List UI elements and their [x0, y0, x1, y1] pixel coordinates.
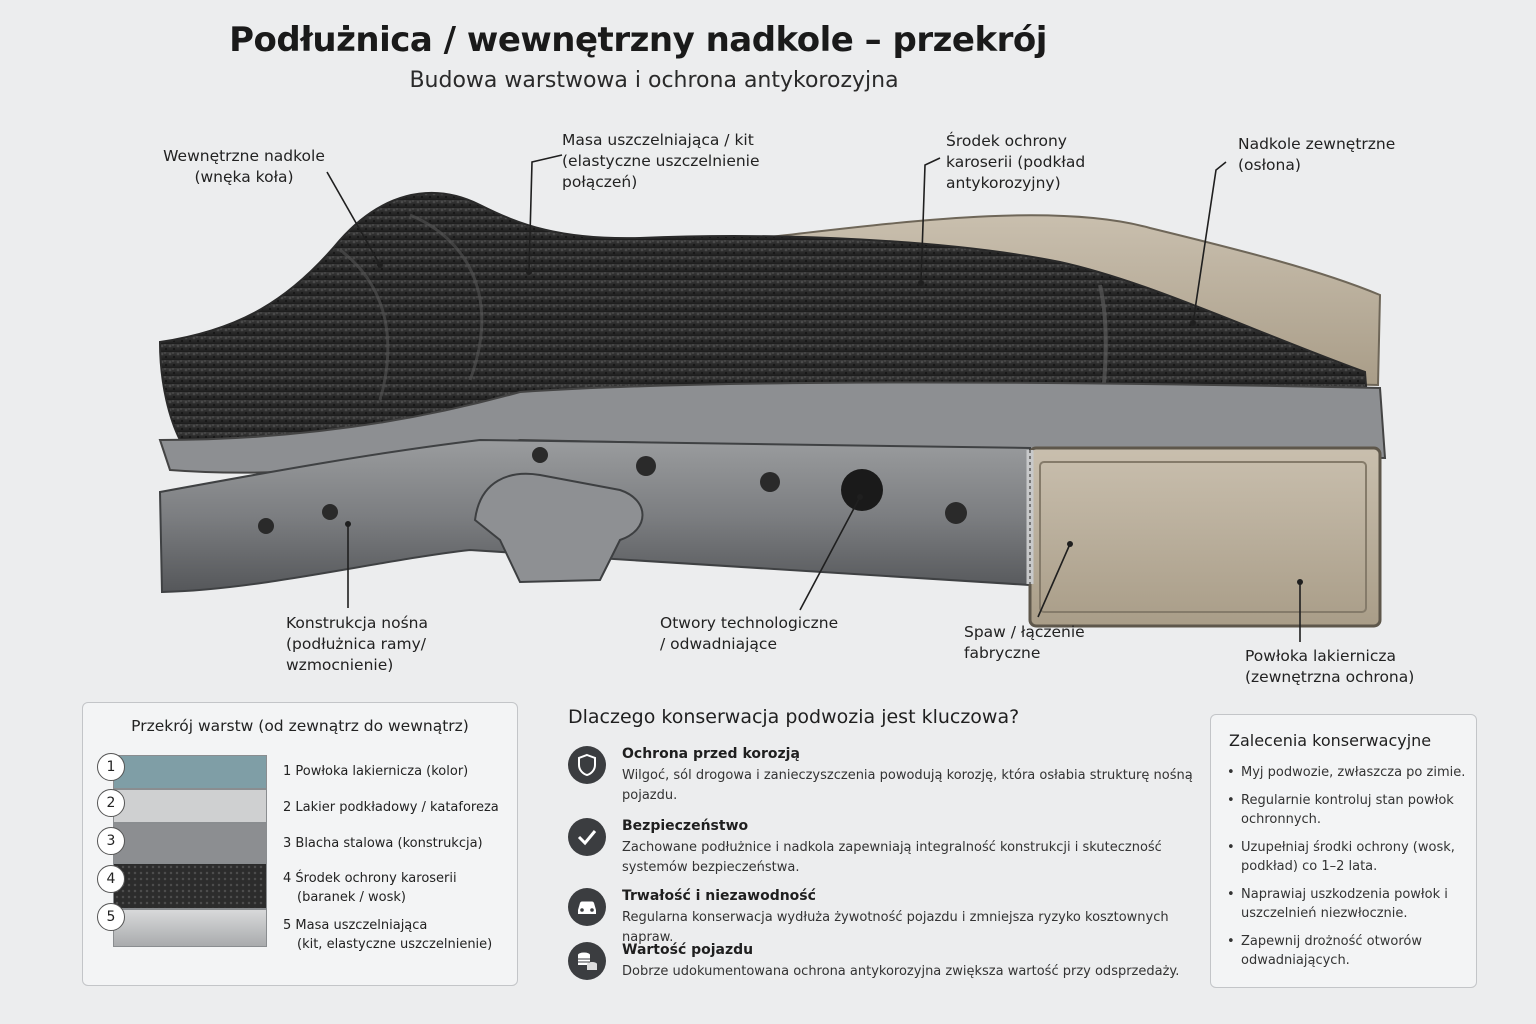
- layer-label-3: 3 Blacha stalowa (konstrukcja): [283, 836, 483, 851]
- recommendations-title: Zalecenia konserwacyjne: [1229, 731, 1432, 750]
- layer-swatch-1: [113, 755, 267, 789]
- callout-sealant: Masa uszczelniająca / kit (elastyczne us…: [562, 131, 760, 191]
- layer-swatch-4: [113, 863, 267, 909]
- layers-title: Przekrój warstw (od zewnątrz do wewnątrz…: [131, 717, 469, 735]
- layer-number-1: 1: [97, 753, 125, 781]
- hole: [258, 518, 274, 534]
- layer-label-5: 5 Masa uszczelniająca (kit, elastyczne u…: [283, 918, 493, 952]
- layer-number-3: 3: [97, 827, 125, 855]
- layer-swatch-3: [113, 823, 267, 863]
- callout-outer-wheelarch: Nadkole zewnętrzne (osłona): [1238, 135, 1396, 174]
- mounting-bracket: [473, 472, 644, 584]
- why-title: Dlaczego konserwacja podwozia jest klucz…: [568, 706, 1020, 728]
- hole-large: [841, 469, 883, 511]
- layer-number-5: 5: [97, 903, 125, 931]
- car-icon: [568, 888, 606, 926]
- recommendation-item: Regularnie kontroluj stan powłok ochronn…: [1227, 791, 1467, 830]
- hole: [322, 504, 338, 520]
- layer-label-1: 1 Powłoka lakiernicza (kolor): [283, 764, 469, 779]
- shield-icon: [568, 746, 606, 784]
- recommendations-panel: Zalecenia konserwacyjne Myj podwozie, zw…: [1210, 714, 1477, 988]
- recommendation-item: Zapewnij drożność otworów odwadniających…: [1227, 932, 1467, 971]
- painted-end-panel: [1028, 446, 1382, 628]
- callout-paint: Powłoka lakiernicza (zewnętrzna ochrona): [1245, 647, 1415, 686]
- recommendation-item: Naprawiaj uszkodzenia powłok i uszczelni…: [1227, 885, 1467, 924]
- layer-swatch-5: [113, 909, 267, 947]
- layers-panel: Przekrój warstw (od zewnątrz do wewnątrz…: [82, 702, 518, 986]
- coins-icon: [568, 942, 606, 980]
- layer-label-2: 2 Lakier podkładowy / kataforeza: [283, 800, 499, 815]
- layer-number-4: 4: [97, 865, 125, 893]
- callout-structure: Konstrukcja nośna (podłużnica ramy/ wzmo…: [286, 614, 428, 674]
- layer-swatch-2: [113, 789, 267, 823]
- recommendation-item: Myj podwozie, zwłaszcza po zimie.: [1227, 763, 1467, 783]
- callout-underbody-protection: Środek ochrony karoserii (podkład antyko…: [946, 132, 1086, 192]
- recommendations-list: Myj podwozie, zwłaszcza po zimie. Regula…: [1227, 763, 1467, 979]
- layer-label-4: 4 Środek ochrony karoserii (baranek / wo…: [283, 871, 457, 905]
- hole: [760, 472, 780, 492]
- recommendation-item: Uzupełniaj środki ochrony (wosk, podkład…: [1227, 838, 1467, 877]
- hole: [532, 447, 548, 463]
- callout-inner-wheelarch: Wewnętrzne nadkole (wnęka koła): [163, 147, 325, 186]
- hole: [945, 502, 967, 524]
- page-subtitle: Budowa warstwowa i ochrona antykorozyjna: [409, 68, 899, 93]
- page-title: Podłużnica / wewnętrzny nadkole – przekr…: [229, 20, 1047, 60]
- callout-holes: Otwory technologiczne / odwadniające: [660, 614, 839, 653]
- hole: [636, 456, 656, 476]
- layer-number-2: 2: [97, 789, 125, 817]
- checkmark-icon: [568, 818, 606, 856]
- callout-weld: Spaw / łączenie fabryczne: [964, 623, 1085, 662]
- chassis-section-illustration: [158, 154, 1387, 642]
